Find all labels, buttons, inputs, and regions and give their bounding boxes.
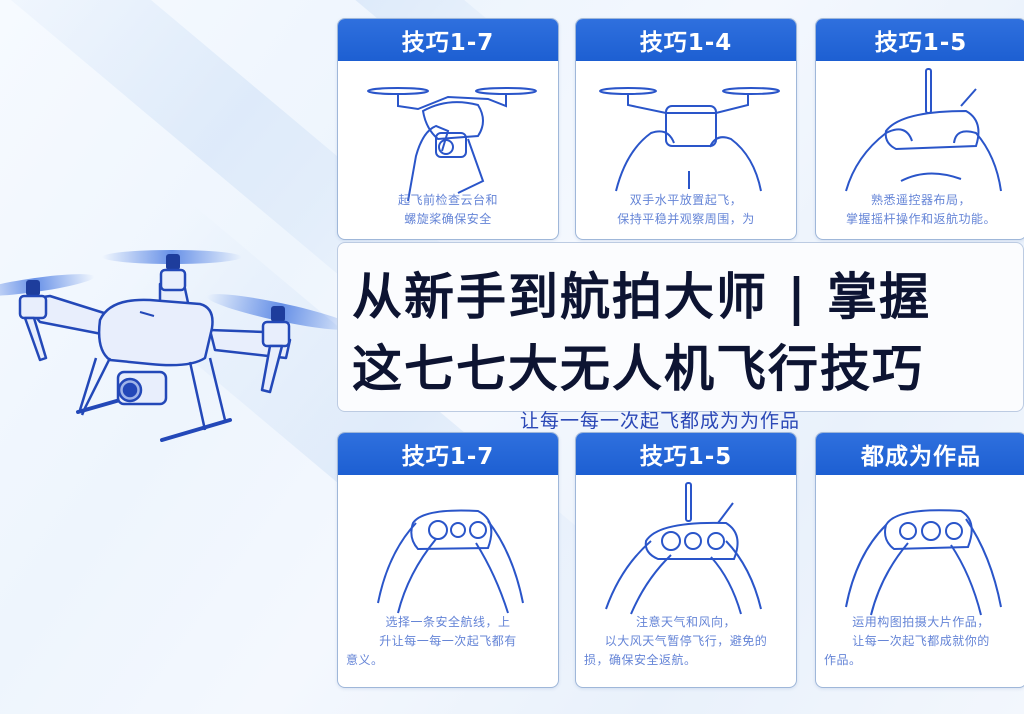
controller-with-antenna-icon: [605, 482, 762, 615]
tip-card-header: 技巧1-4: [576, 19, 796, 61]
remote-controller-antenna-icon: [845, 68, 1002, 192]
tip-card-header: 技巧1-5: [816, 19, 1024, 61]
quadcopter-drone-icon: [0, 250, 345, 442]
subtitle: 让每一每一次起飞都成为为作品: [520, 410, 801, 432]
controller-closeup-icon: [845, 509, 1002, 616]
title-panel: 从新手到航拍大师 | 掌握 这七七大无人机飞行技巧: [337, 242, 1024, 412]
tip-card-top-3[interactable]: 技巧1-5 熟悉遥控器布局， 掌握摇杆操作和返航功能。: [815, 18, 1024, 240]
two-hands-holding-drone-icon: [599, 87, 780, 192]
main-title-line-1: 从新手到航拍大师 | 掌握: [352, 268, 932, 326]
tip-card-bottom-2[interactable]: 技巧1-5 注意天气和风向， 以大风天气暂停飞行，避免的 损，确保安全返航。: [575, 432, 797, 688]
tip-card-header: 技巧1-7: [338, 433, 558, 475]
main-title-line-2: 这七七大无人机飞行技巧: [352, 340, 924, 398]
tip-card-top-2[interactable]: 技巧1-4 双手水平放置起飞， 保持平稳并观察周围，为: [575, 18, 797, 240]
tip-card-caption: 选择一条安全航线，上 升让每一每一次起飞都有 意义。: [346, 615, 517, 667]
tip-card-caption: 运用构图拍摄大片作品， 让每一次起飞都成就你的 作品。: [824, 615, 990, 667]
hand-holding-drone-icon: [367, 87, 537, 201]
tip-card-header: 技巧1-5: [576, 433, 796, 475]
tip-card-caption: 起飞前检查云台和 螺旋桨确保安全: [397, 193, 498, 226]
tip-card-bottom-3[interactable]: 都成为作品 运用构图拍摄大片作品， 让每一次起飞都成就你的 作品。: [815, 432, 1024, 688]
tip-card-header: 技巧1-7: [338, 19, 558, 61]
tip-card-caption: 注意天气和风向， 以大风天气暂停飞行，避免的 损，确保安全返航。: [584, 615, 768, 667]
tip-card-header: 都成为作品: [816, 433, 1024, 475]
tip-card-top-1[interactable]: 技巧1-7 起飞前检查云台和 螺旋桨确保安全: [337, 18, 559, 240]
tip-card-caption: 双手水平放置起飞， 保持平稳并观察周围，为: [617, 193, 755, 226]
tip-card-bottom-1[interactable]: 技巧1-7 选择一条安全航线，上 升让每一每一次起飞都有 意义。: [337, 432, 559, 688]
hands-holding-controller-icon: [377, 509, 524, 614]
tip-card-caption: 熟悉遥控器布局， 掌握摇杆操作和返航功能。: [845, 193, 996, 226]
